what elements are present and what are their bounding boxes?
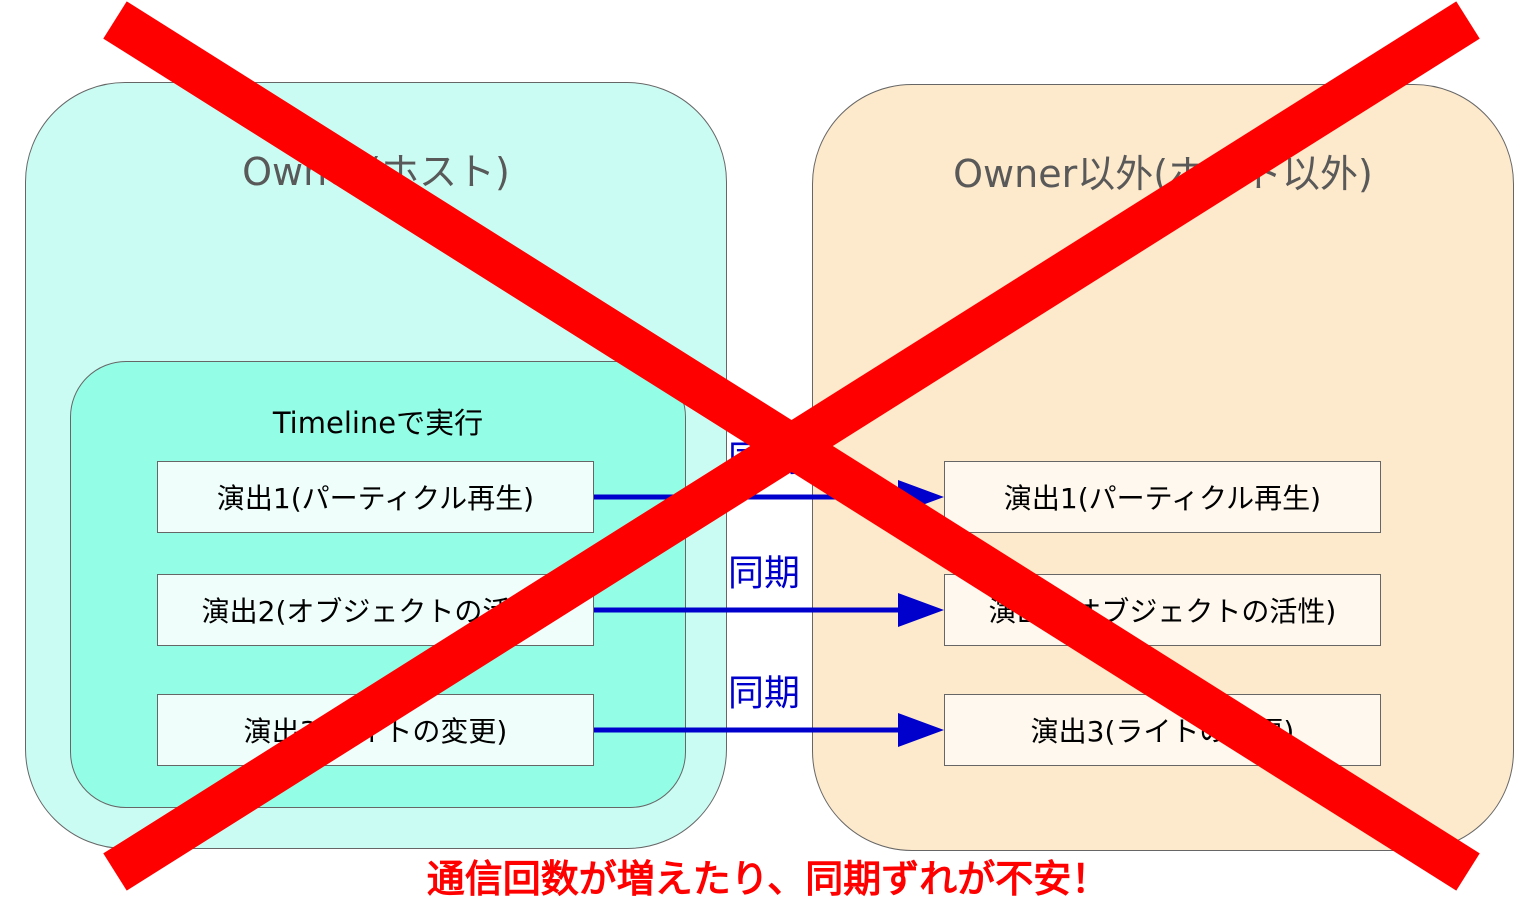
other-panel-title: Owner以外(ホスト以外) [953,152,1373,196]
other-step-1: 演出1(パーティクル再生) [944,461,1381,533]
owner-panel-title: Owner(ホスト) [242,150,510,194]
sync-label-2: 同期 [728,553,801,594]
other-step-3: 演出3(ライトの変更) [944,694,1381,766]
other-step-2: 演出2(オブジェクトの活性) [944,574,1381,646]
sync-label-3: 同期 [728,673,801,714]
owner-step-3: 演出3(ライトの変更) [157,694,594,766]
owner-step-1: 演出1(パーティクル再生) [157,461,594,533]
sync-label-1: 同期 [728,439,801,480]
owner-step-2: 演出2(オブジェクトの活性) [157,574,594,646]
warning-text: 通信回数が増えたり、同期ずれが不安！ [426,857,1110,901]
timeline-title: Timelineで実行 [272,406,484,440]
